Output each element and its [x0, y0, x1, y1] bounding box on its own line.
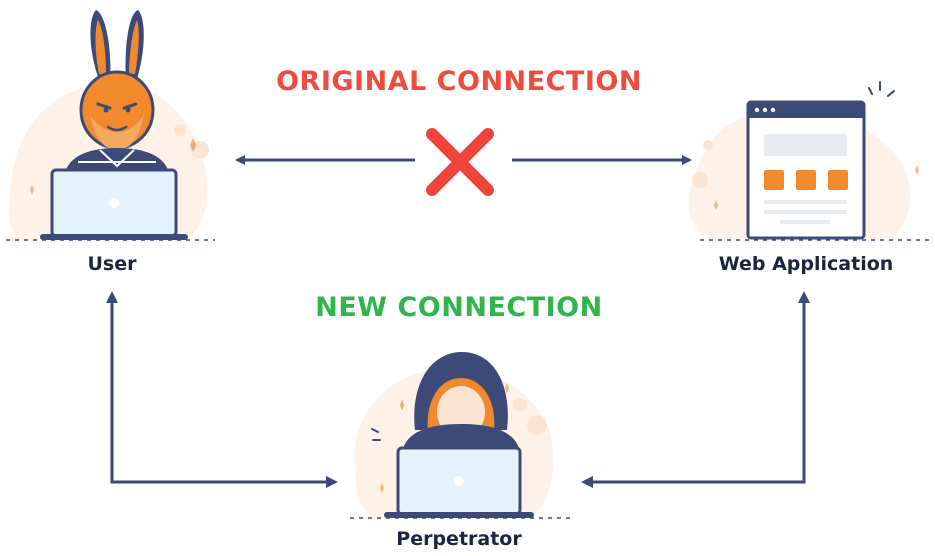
arrowhead-left-perpetrator	[581, 476, 593, 488]
perpetrator-label: Perpetrator	[396, 528, 522, 550]
arrowhead-right-perpetrator	[326, 476, 338, 488]
user-label: User	[87, 253, 137, 275]
path-webapp-perpetrator	[590, 300, 806, 484]
cross-icon	[426, 128, 494, 196]
browser-window-icon	[688, 81, 919, 240]
path-user-perpetrator	[110, 300, 335, 484]
web-application-label: Web Application	[718, 253, 894, 275]
laptop-icon	[384, 446, 534, 518]
arrowhead-up-webapp	[798, 291, 810, 303]
arrowhead-up-user	[106, 291, 118, 303]
laptop-icon	[40, 168, 188, 240]
original-connection-heading: ORIGINAL CONNECTION	[276, 66, 642, 97]
new-connection-heading: NEW CONNECTION	[315, 292, 603, 323]
